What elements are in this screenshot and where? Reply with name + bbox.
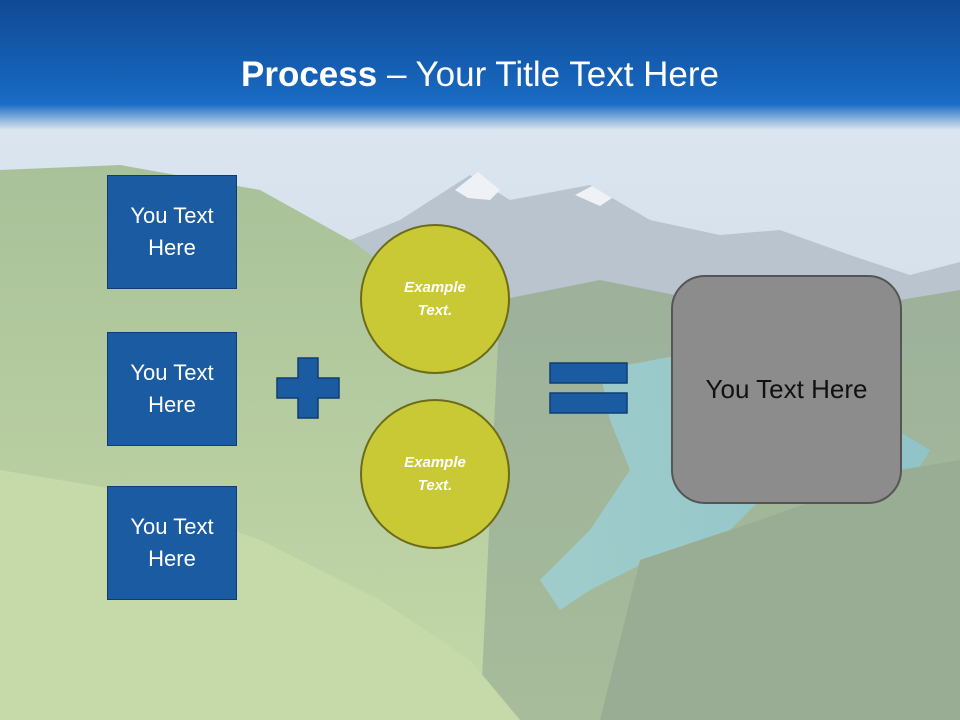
slide-title: Process – Your Title Text Here xyxy=(0,50,960,100)
plus-icon xyxy=(276,357,340,419)
example-circle-1: Example Text. xyxy=(360,224,510,374)
text-box-1: You Text Here xyxy=(107,175,237,289)
text-box-2: You Text Here xyxy=(107,332,237,446)
title-rest: – Your Title Text Here xyxy=(377,55,719,94)
equals-icon xyxy=(549,362,628,414)
example-circle-2: Example Text. xyxy=(360,399,510,549)
title-bold: Process xyxy=(241,55,378,94)
title-bar xyxy=(0,0,960,130)
result-box: You Text Here xyxy=(671,275,902,504)
text-box-3: You Text Here xyxy=(107,486,237,600)
